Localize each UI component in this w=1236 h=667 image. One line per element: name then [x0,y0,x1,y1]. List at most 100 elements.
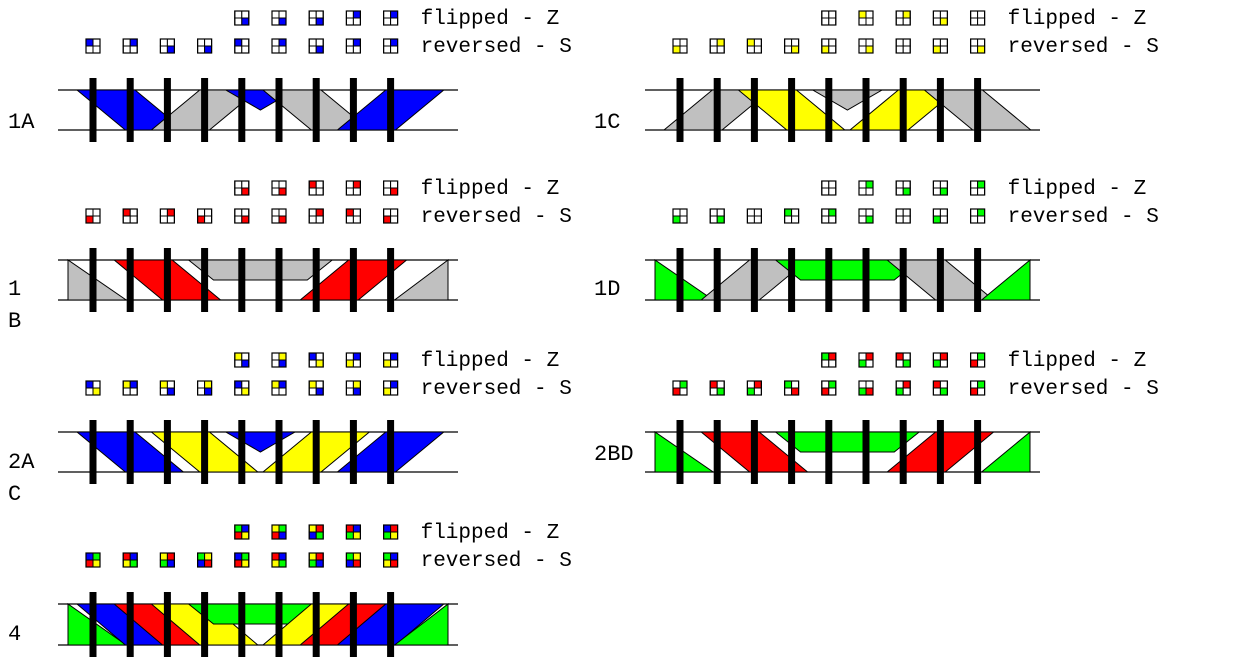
square-cell [865,208,874,217]
square-outline [969,38,986,54]
square-cell [159,215,168,224]
post [201,248,209,312]
square-outline [234,180,250,196]
square-cell [197,38,206,47]
square-cell [753,45,762,54]
square-outline [746,380,763,396]
square-cell [271,10,280,19]
square-cell [895,17,904,26]
square-cell [352,180,361,189]
reversed-square-4 [821,380,837,396]
square-cell [970,180,979,189]
square-cell [821,215,830,224]
post [89,592,97,657]
square-outline [234,524,250,540]
square-outline [85,380,101,396]
square-outline [783,208,800,224]
reversed-square-0 [85,552,101,568]
square-cell [970,380,979,389]
square-cell [828,352,837,361]
square-outline [197,38,213,54]
square-cell [122,208,131,217]
square-outline [969,208,986,224]
square-cell [858,187,867,196]
square-cell [672,387,681,396]
post [163,78,171,142]
square-cell [977,352,986,361]
square-outline [159,208,175,224]
square-cell [939,352,948,361]
square-cell [278,45,287,54]
square-outline [234,380,250,396]
reversed-label: reversed - S [421,36,572,59]
square-cell [85,552,94,561]
square-cell [278,359,287,368]
square-cell [234,552,243,561]
reversed-square-2 [159,552,175,568]
square-outline [308,524,324,540]
square-outline [345,10,361,26]
square-cell [970,387,979,396]
reversed-square-0 [85,380,101,396]
square-outline [858,38,874,54]
square-cell [159,380,168,389]
square-cell [977,208,986,217]
square-outline [709,208,725,224]
square-cell [932,38,941,47]
band-green [393,602,449,646]
post [750,78,758,142]
square-cell [92,552,101,561]
square-cell [791,380,800,389]
post [825,420,833,484]
panel-label: 1D [594,277,620,302]
square-cell [383,559,392,568]
reversed-square-6 [895,380,911,396]
square-cell [821,387,830,396]
square-cell [383,208,392,217]
square-cell [383,187,392,196]
square-cell [278,352,287,361]
square-cell [390,552,399,561]
band-green [980,430,1031,473]
square-cell [828,45,837,54]
square-cell [939,387,948,396]
square-cell [308,180,317,189]
square-cell [828,359,837,368]
square-cell [858,38,867,47]
post [349,592,357,657]
square-outline [821,180,837,196]
square-outline [122,380,138,396]
square-cell [345,187,354,196]
square-outline [271,180,287,196]
reversed-square-3 [783,208,800,224]
square-cell [821,187,830,196]
square-cell [390,359,399,368]
flipped-square-3 [932,10,949,26]
square-cell [828,10,837,19]
square-outline [308,180,324,196]
square-outline [122,552,138,568]
square-outline [308,352,324,368]
square-cell [159,559,168,568]
square-cell [166,387,175,396]
flipped-square-0 [234,352,250,368]
square-cell [970,215,979,224]
square-cell [865,359,874,368]
square-cell [390,215,399,224]
reversed-square-7 [932,208,949,224]
square-cell [278,559,287,568]
square-outline [783,38,800,54]
square-cell [271,524,280,533]
flipped-square-2 [308,10,324,26]
square-outline [932,208,949,224]
reversed-square-2 [746,380,763,396]
square-cell [746,38,755,47]
square-cell [821,208,830,217]
square-cell [716,45,725,54]
square-cell [970,38,979,47]
square-cell [278,187,287,196]
square-cell [271,559,280,568]
reversed-square-5 [858,38,874,54]
square-cell [345,559,354,568]
